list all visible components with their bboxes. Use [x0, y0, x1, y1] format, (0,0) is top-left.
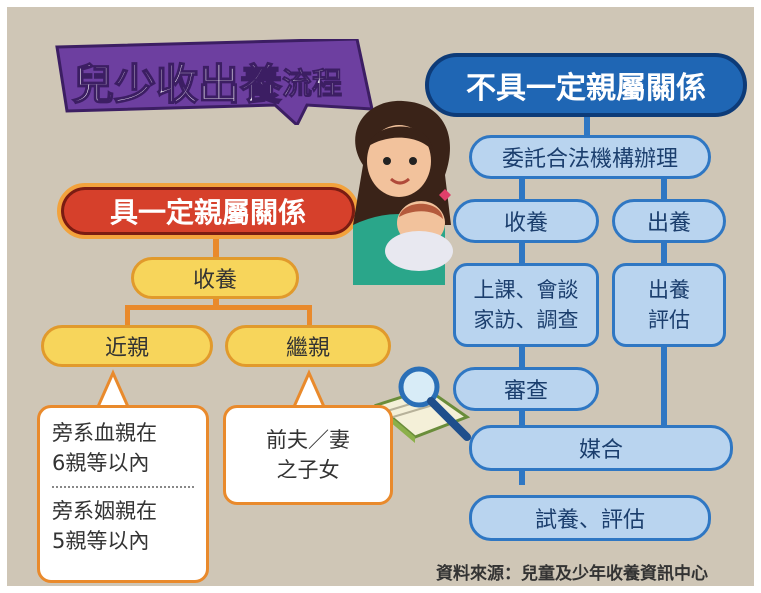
- step-relative-callout: 前夫／妻 之子女: [223, 405, 393, 505]
- review-box: 審查: [453, 367, 599, 411]
- source-credit: 資料來源：兒童及少年收養資訊中心: [436, 564, 708, 584]
- near-relative-callout: 旁系血親在 6親等以內 旁系姻親在 5親等以內: [37, 405, 209, 583]
- connector-line: [213, 295, 219, 309]
- adopt-in-steps-box: 上課、會談 家訪、調查: [453, 263, 599, 347]
- matching-box: 媒合: [469, 425, 733, 471]
- page-title: 兒少收出養流程: [71, 59, 342, 110]
- callout-divider: [52, 486, 194, 488]
- adopt-out-steps-box: 出養 評估: [612, 263, 726, 347]
- trial-box: 試養、評估: [469, 495, 711, 541]
- adopt-out-steps-line: 評估: [648, 308, 690, 332]
- agency-box: 委託合法機構辦理: [469, 135, 711, 179]
- callout-line: 6親等以內: [52, 451, 150, 475]
- connector-line: [213, 229, 219, 261]
- connector-line: [307, 305, 312, 327]
- adopt-in-box: 收養: [453, 199, 599, 243]
- mother-baby-illustration: [353, 100, 453, 285]
- adopt-in-steps-line: 家訪、調查: [473, 308, 579, 332]
- callout-pointer: [291, 369, 327, 409]
- no-kinship-header: 不具一定親屬關係: [425, 53, 747, 117]
- connector-line: [584, 111, 590, 139]
- callout-pointer: [95, 369, 131, 409]
- title-banner: [55, 39, 374, 125]
- near-relative-box: 近親: [41, 325, 213, 367]
- callout-line: 旁系血親在: [52, 421, 157, 445]
- adopt-out-box: 出養: [612, 199, 726, 243]
- adoption-box: 收養: [131, 257, 299, 299]
- magnifier-book-icon: [373, 366, 471, 443]
- callout-line: 5親等以內: [52, 529, 150, 553]
- callout-line: 之子女: [276, 458, 340, 482]
- callout-line: 前夫／妻: [266, 428, 350, 452]
- adopt-out-steps-line: 出養: [648, 278, 690, 302]
- connector-line: [125, 305, 311, 310]
- kinship-header: 具一定親屬關係: [57, 183, 359, 239]
- step-relative-box: 繼親: [225, 325, 391, 367]
- adopt-in-steps-line: 上課、會談: [473, 278, 579, 302]
- callout-line: 旁系姻親在: [52, 499, 157, 523]
- connector-line: [125, 305, 130, 327]
